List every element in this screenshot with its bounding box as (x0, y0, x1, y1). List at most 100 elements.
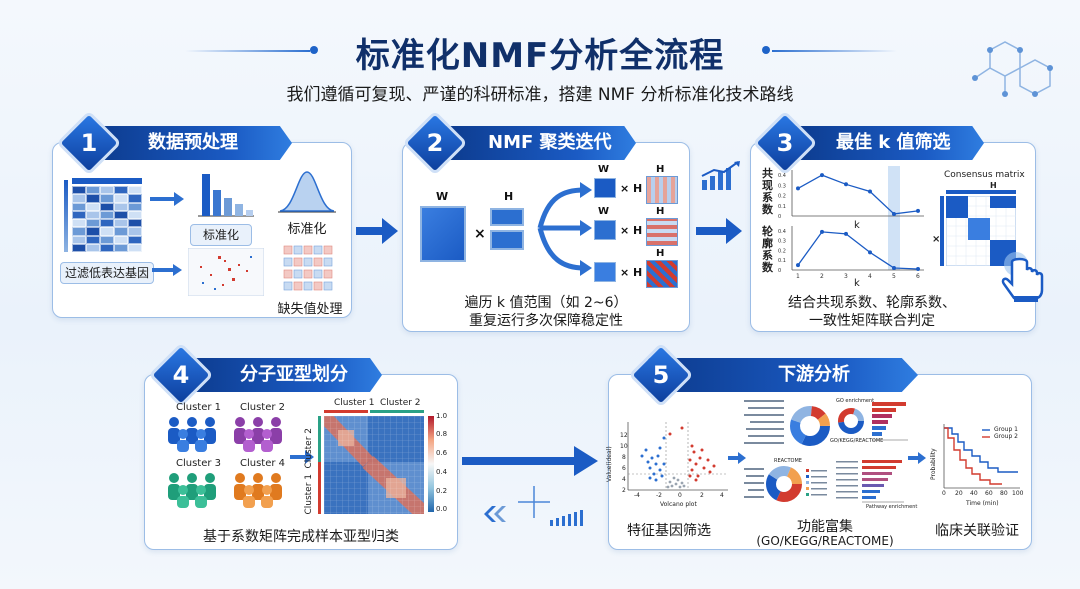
k-xtick: 5 (892, 273, 896, 280)
step5-banner: 下游分析 (648, 358, 918, 392)
arrow-right-icon (152, 264, 182, 276)
row1-times-h: × H (620, 182, 643, 195)
expression-matrix-header (72, 178, 142, 184)
consensus-h-bar (946, 190, 1016, 194)
step2-caption-2: 重复运行多次保障稳定性 (469, 313, 623, 329)
coph-point (892, 211, 896, 216)
row1-heatmap (646, 176, 678, 204)
cluster2-people-icon (234, 417, 282, 452)
coph-point (844, 182, 848, 187)
cluster1-label: Cluster 1 (176, 402, 222, 413)
volcano-xt-m4: -4 (634, 492, 640, 499)
coph-axis-label: 共现系数 (762, 167, 773, 216)
volcano-plot (627, 422, 728, 491)
enrichment-legend (806, 469, 827, 496)
step2-banner: NMF 聚类迭代 (440, 126, 636, 160)
enrich-caption: 功能富集 (797, 519, 853, 535)
reactome-label: REACTOME (774, 458, 802, 464)
sil-point (868, 250, 872, 255)
k-xtick: 1 (796, 273, 800, 280)
row1-w (594, 178, 616, 198)
sil-ytick: 0 (778, 268, 781, 274)
row1-h-label: H (656, 164, 665, 175)
normalize-curve (278, 171, 336, 213)
k-xtick: 2 (820, 273, 824, 280)
sil-point (796, 263, 800, 268)
arrow-right-icon (150, 192, 184, 206)
k-label-top: k (854, 220, 860, 231)
w-label: W (436, 190, 449, 203)
matrix-side-arrow (64, 180, 68, 252)
arrow-right-icon (908, 452, 926, 464)
k-xtick: 4 (868, 273, 872, 280)
coph-ytick: 0.4 (778, 173, 786, 179)
volcano-yt-6: 6 (622, 465, 626, 472)
w-matrix (420, 206, 466, 262)
sil-ytick: 0.3 (778, 239, 786, 245)
scale-02: 0.2 (436, 487, 448, 495)
flow-arrow-4-5 (462, 446, 598, 476)
step3-caption-1: 结合共现系数、轮廓系数、 (788, 295, 956, 311)
consensus-side-bar (940, 196, 944, 266)
survival-xt-60: 60 (985, 490, 993, 497)
coph-point (820, 173, 824, 178)
cluster3-people-icon (168, 473, 216, 508)
scale-0: 0.0 (436, 505, 448, 513)
step3-banner: 最佳 k 值筛选 (788, 126, 984, 160)
sil-point (916, 267, 920, 272)
h-matrix-bottom (490, 230, 524, 250)
step5-panel (608, 374, 1032, 550)
molecule-icon (972, 41, 1053, 97)
step3-caption-2: 一致性矩阵联合判定 (809, 313, 935, 329)
normalize-label: 标准化 (287, 222, 327, 237)
survival-xt-80: 80 (1000, 490, 1008, 497)
scale-04: 0.4 (436, 468, 448, 476)
missing-value-grid (283, 245, 333, 291)
enrichment-donut-2 (838, 408, 864, 434)
crosshair-icon (518, 486, 550, 518)
cluster4-label: Cluster 4 (240, 458, 286, 469)
volcano-yt-8: 8 (622, 454, 626, 461)
sil-axis-label: 轮廓系数 (762, 225, 773, 274)
volcano-xt-0: 0 (678, 492, 682, 499)
filter-label: 过滤低表达基因 (60, 262, 154, 284)
flow-arrow-2-3 (696, 218, 742, 244)
chevrons-left-icon (484, 506, 506, 522)
survival-plot (943, 424, 1020, 489)
survival-legend-2: Group 2 (994, 433, 1018, 440)
cluster1-people-icon (168, 417, 216, 452)
step2-number: 2 (426, 129, 444, 157)
cluster2-label: Cluster 2 (240, 402, 286, 413)
missing-label: 缺失值处理 (277, 302, 343, 317)
enrichment-bars-1 (872, 402, 908, 441)
h-label: H (504, 190, 514, 203)
missing-scatter (188, 248, 264, 296)
step1-banner: 数据预处理 (90, 126, 292, 160)
pathway-label: Pathway enrichment (866, 504, 918, 510)
go-label: GO enrichment (836, 398, 875, 404)
heatmap-scale-bar (428, 416, 434, 512)
enrichment-lines-1 (744, 400, 784, 444)
survival-legend-1: Group 1 (994, 426, 1018, 433)
coph-ytick: 0.2 (778, 194, 786, 200)
scale-06: 0.6 (436, 449, 448, 457)
heat-top-bar-red (324, 410, 368, 413)
k-xtick: 6 (916, 273, 920, 280)
scale-08: 0.8 (436, 430, 448, 438)
row2-h-label: H (656, 206, 665, 217)
k-xtick: 3 (844, 273, 848, 280)
coph-ytick: 0 (778, 214, 781, 220)
volcano-xt-m2: -2 (656, 492, 662, 499)
sil-ytick: 0.4 (778, 229, 786, 235)
heat-top-cluster1: Cluster 1 (334, 398, 375, 408)
heat-side-cluster2: Cluster 2 (304, 428, 314, 469)
sil-ytick: 0.1 (778, 258, 786, 264)
heat-side-cluster1: Cluster 1 (304, 474, 314, 515)
title-dot-right (762, 46, 770, 54)
row1-w-label: W (598, 164, 610, 175)
row2-w (594, 220, 616, 240)
step3-number: 3 (776, 129, 794, 157)
enrichment-donut-1 (790, 406, 830, 446)
survival-xt-40: 40 (970, 490, 978, 497)
